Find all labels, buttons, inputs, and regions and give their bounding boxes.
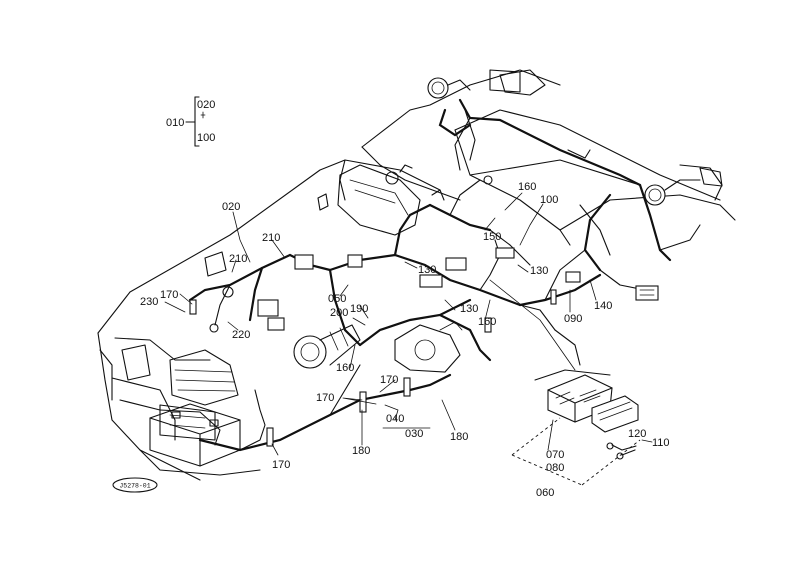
front-body-outline	[97, 159, 441, 481]
callout-060: 060	[536, 487, 554, 499]
rear-body-outline	[361, 69, 736, 256]
callout-160-b: 160	[478, 316, 496, 328]
callout-170-b: 170	[380, 374, 398, 386]
callout-160-a: 160	[336, 362, 354, 374]
callout-020-legend: 020	[197, 99, 215, 111]
callout-190: 190	[350, 303, 368, 315]
front-grille	[159, 349, 239, 441]
callout-030: 030	[405, 428, 423, 440]
callout-010: 010	[166, 117, 184, 129]
callout-110: 110	[652, 437, 670, 449]
leader-lines	[164, 192, 653, 456]
callout-120: 120	[628, 428, 646, 440]
callout-170-c: 170	[316, 392, 334, 404]
callout-230: 230	[140, 296, 158, 308]
callout-130-b: 130	[530, 265, 548, 277]
callout-150: 150	[483, 231, 501, 243]
rear-harness	[438, 98, 701, 301]
callout-220: 220	[232, 329, 250, 341]
starter-motor	[293, 324, 361, 369]
callout-160-c: 160	[518, 181, 536, 193]
callout-200: 200	[330, 307, 348, 319]
alternator	[394, 321, 463, 373]
drawing-code-badge: J5278-01	[112, 477, 158, 493]
callout-180-a: 180	[352, 445, 370, 457]
callout-labels: 010 020 100 020 210 210 170 230 220 050 …	[140, 99, 670, 499]
callout-100-legend: 100	[197, 132, 215, 144]
callout-180-b: 180	[450, 431, 468, 443]
callout-100: 100	[540, 194, 558, 206]
rear-work-lamp-right	[644, 179, 701, 206]
callout-080: 080	[546, 462, 564, 474]
callout-170-a: 170	[160, 289, 178, 301]
rear-combination-lamp	[489, 69, 723, 187]
callout-210-a: 210	[262, 232, 280, 244]
callout-020: 020	[222, 201, 240, 213]
drawing-code-label: J5278-01	[119, 483, 150, 490]
callout-140: 140	[594, 300, 612, 312]
callout-130-a: 130	[418, 264, 436, 276]
assembly-legend	[185, 96, 206, 147]
callout-040: 040	[386, 413, 404, 425]
callout-170-d: 170	[272, 459, 290, 471]
callout-210-b: 210	[229, 253, 247, 265]
relay-cluster	[204, 175, 581, 333]
callout-070: 070	[546, 449, 564, 461]
callout-090: 090	[564, 313, 582, 325]
harness-clamps	[189, 289, 557, 447]
instrument-panel	[337, 164, 421, 236]
callout-130-c: 130	[460, 303, 478, 315]
callout-050: 050	[328, 293, 346, 305]
rear-work-lamp-left	[427, 77, 471, 99]
fuse-box-assembly	[511, 369, 641, 486]
